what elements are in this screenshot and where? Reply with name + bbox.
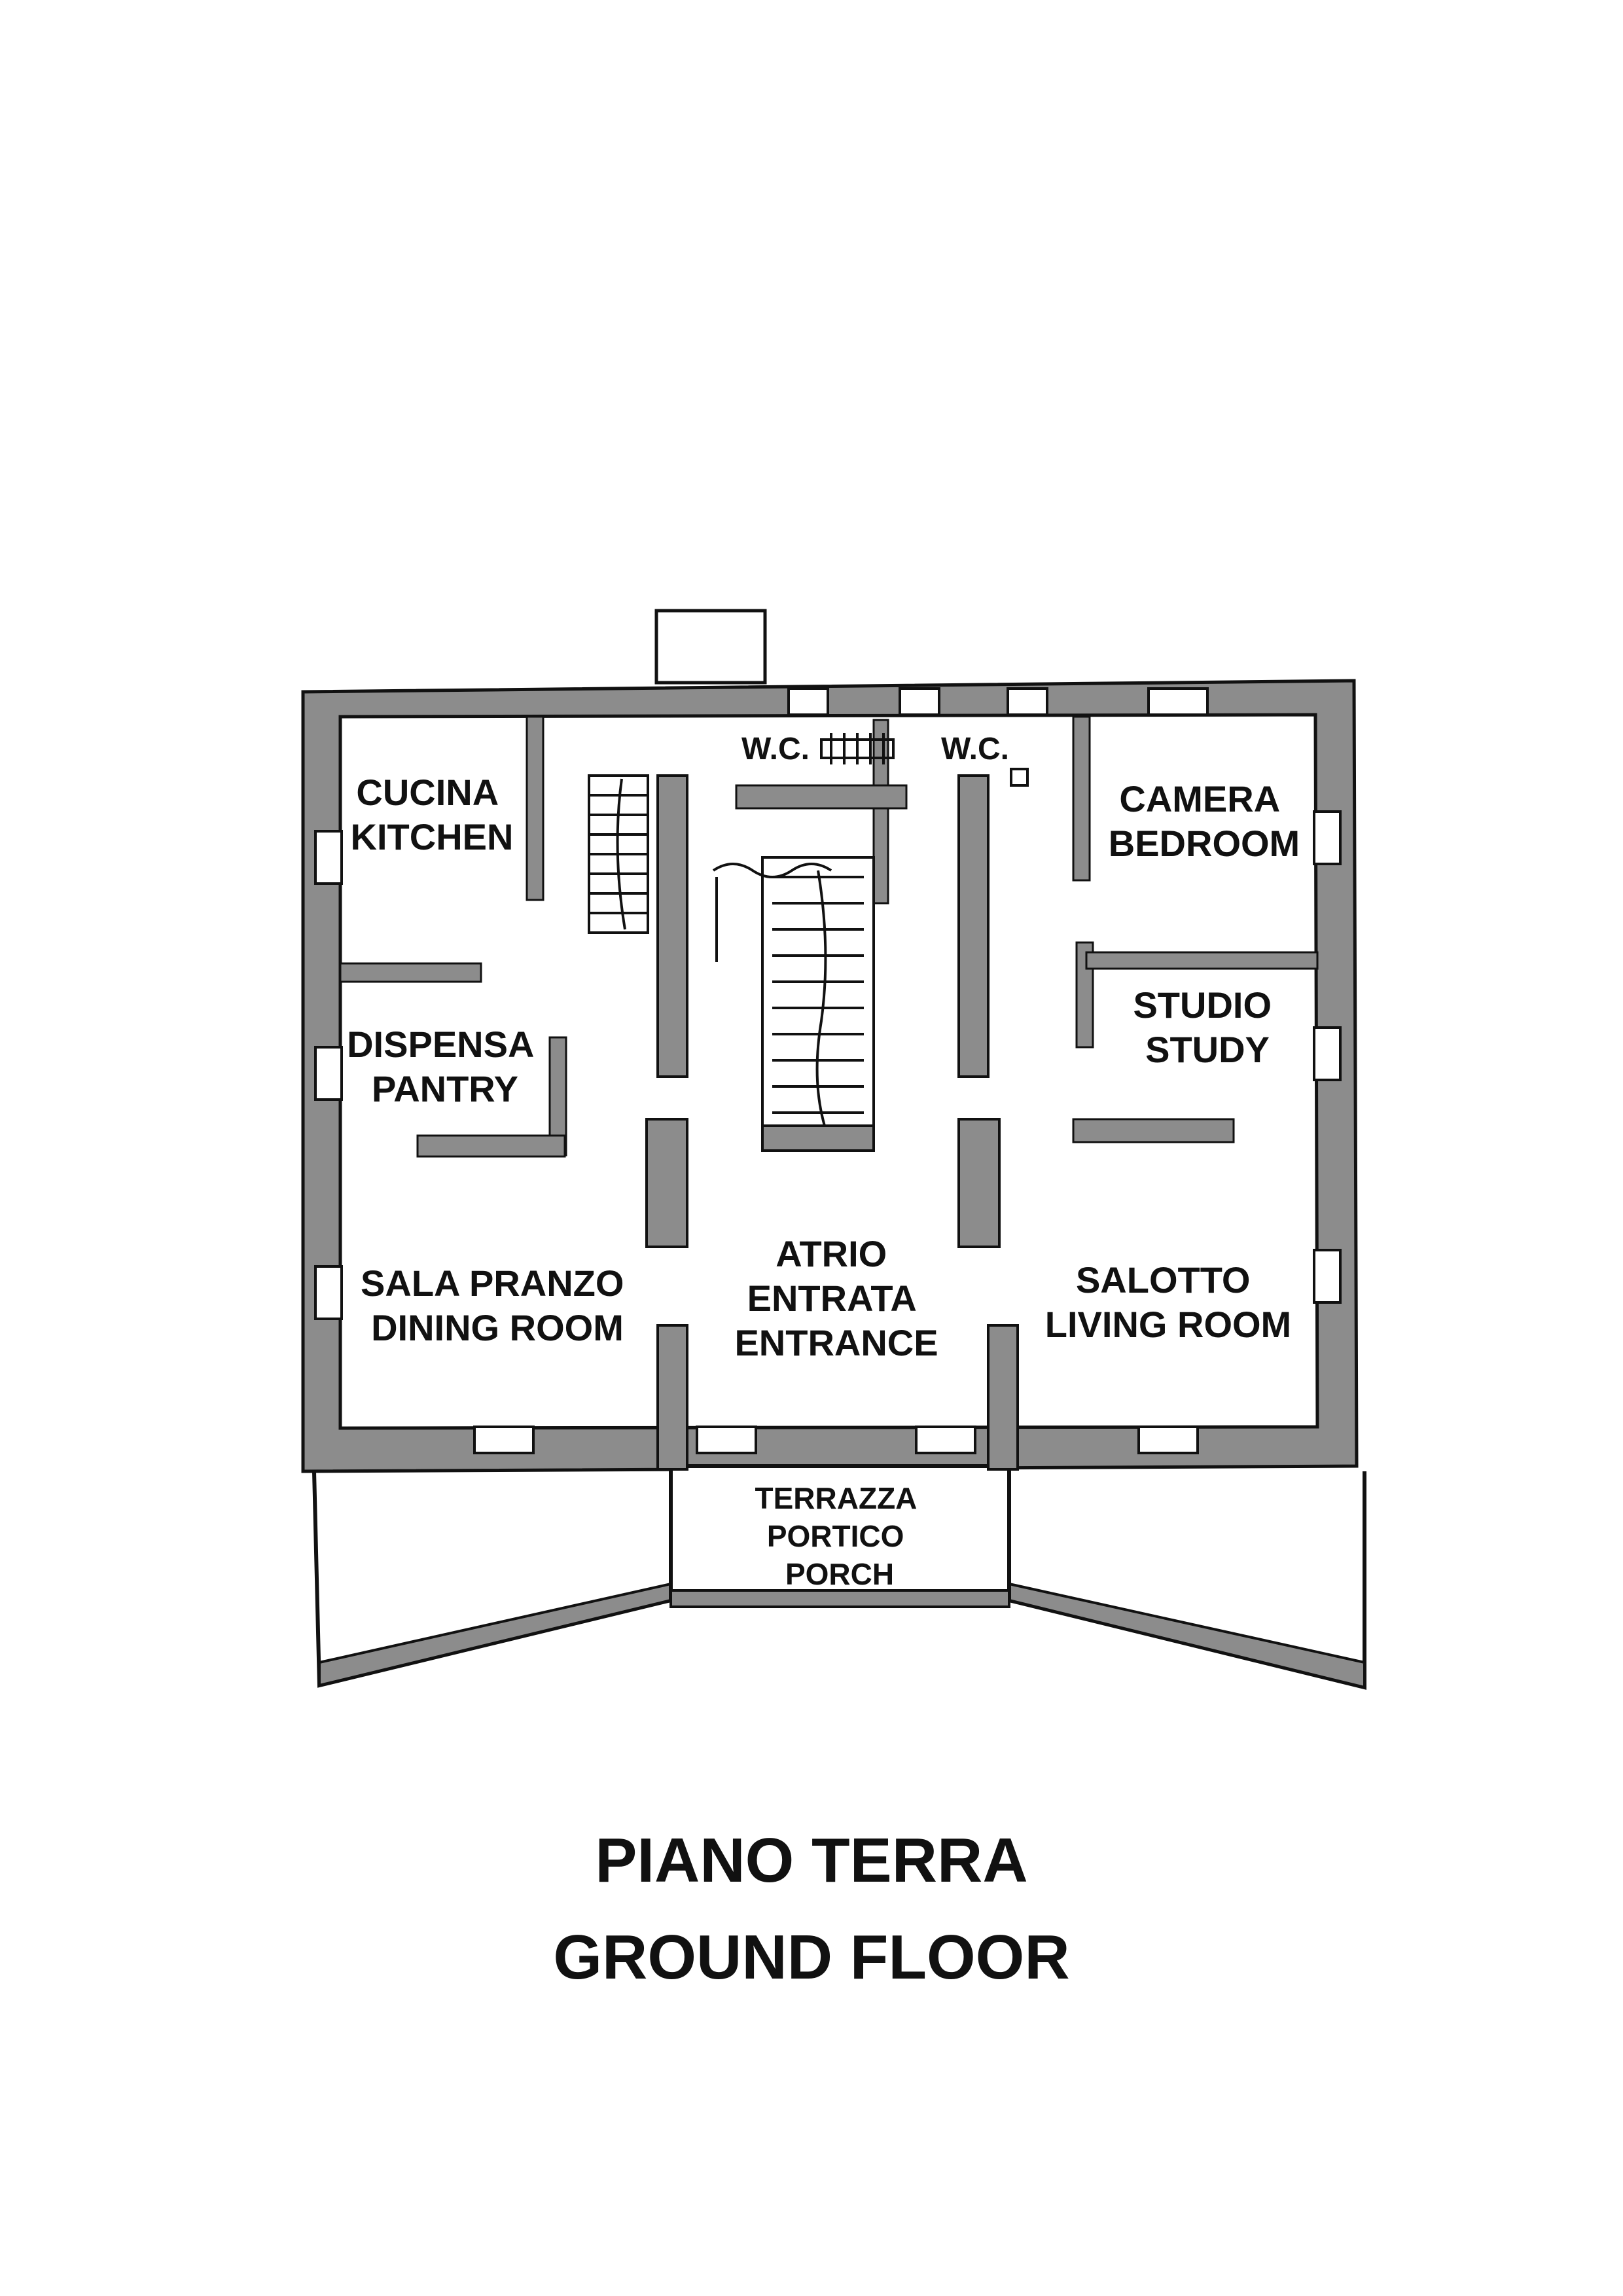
wall (1085, 951, 1319, 970)
label-bedroom-line1: CAMERA (1119, 778, 1279, 819)
wall (416, 1134, 566, 1158)
label-pantry: DISPENSA PANTRY (347, 1024, 543, 1109)
label-pantry-line1: DISPENSA (347, 1024, 533, 1065)
windows (314, 687, 1342, 1454)
wall (656, 774, 688, 1078)
column (645, 1118, 688, 1248)
label-entrance-line3: ENTRANCE (734, 1322, 938, 1363)
label-study: STUDIO STUDY (1133, 984, 1281, 1070)
wall (735, 784, 908, 810)
label-dining-line2: DINING ROOM (371, 1307, 624, 1348)
label-entrance-line2: ENTRATA (747, 1278, 916, 1319)
caption-italian: PIANO TERRA (595, 1825, 1028, 1895)
label-kitchen: CUCINA KITCHEN (351, 772, 514, 857)
label-pantry-line2: PANTRY (372, 1068, 518, 1109)
label-wc-left: W.C. (741, 732, 810, 766)
label-dining: SALA PRANZO DINING ROOM (361, 1263, 634, 1348)
label-wc-right: W.C. (941, 732, 1009, 766)
service-staircase (588, 774, 649, 934)
label-porch-line2: PORTICO (767, 1519, 904, 1553)
outer-wall (301, 679, 1359, 1473)
label-entrance-line1: ATRIO (776, 1233, 887, 1274)
wall (957, 774, 990, 1078)
label-entrance: ATRIO ENTRATA ENTRANCE (734, 1233, 938, 1363)
wall (526, 715, 544, 901)
label-kitchen-line1: CUCINA (356, 772, 497, 813)
label-porch: TERRAZZA PORTICO PORCH (755, 1481, 925, 1591)
porch-front-wall (669, 1589, 1010, 1608)
wall (872, 719, 889, 905)
label-living: SALOTTO LIVING ROOM (1045, 1259, 1291, 1345)
caption-english: GROUND FLOOR (553, 1922, 1070, 1992)
label-bedroom-line2: BEDROOM (1109, 823, 1300, 864)
main-staircase (712, 856, 875, 1152)
label-study-line1: STUDIO (1133, 984, 1272, 1026)
label-porch-line1: TERRAZZA (755, 1481, 917, 1515)
chimney (654, 609, 767, 685)
label-study-line2: STUDY (1145, 1029, 1270, 1070)
wc-fixtures (820, 733, 1029, 787)
column (957, 1118, 1001, 1248)
wall (1072, 715, 1091, 882)
label-dining-line1: SALA PRANZO (361, 1263, 624, 1304)
wall (339, 962, 482, 983)
wall (1072, 1118, 1235, 1143)
column (656, 1324, 688, 1471)
label-bedroom: CAMERA BEDROOM (1109, 778, 1300, 864)
label-porch-line3: PORCH (785, 1557, 894, 1591)
column (987, 1324, 1019, 1471)
label-living-line2: LIVING ROOM (1045, 1304, 1291, 1345)
label-kitchen-line2: KITCHEN (351, 816, 514, 857)
label-living-line1: SALOTTO (1076, 1259, 1251, 1300)
wing-left-wall (318, 1582, 672, 1687)
wing-right-wall (1008, 1582, 1366, 1689)
